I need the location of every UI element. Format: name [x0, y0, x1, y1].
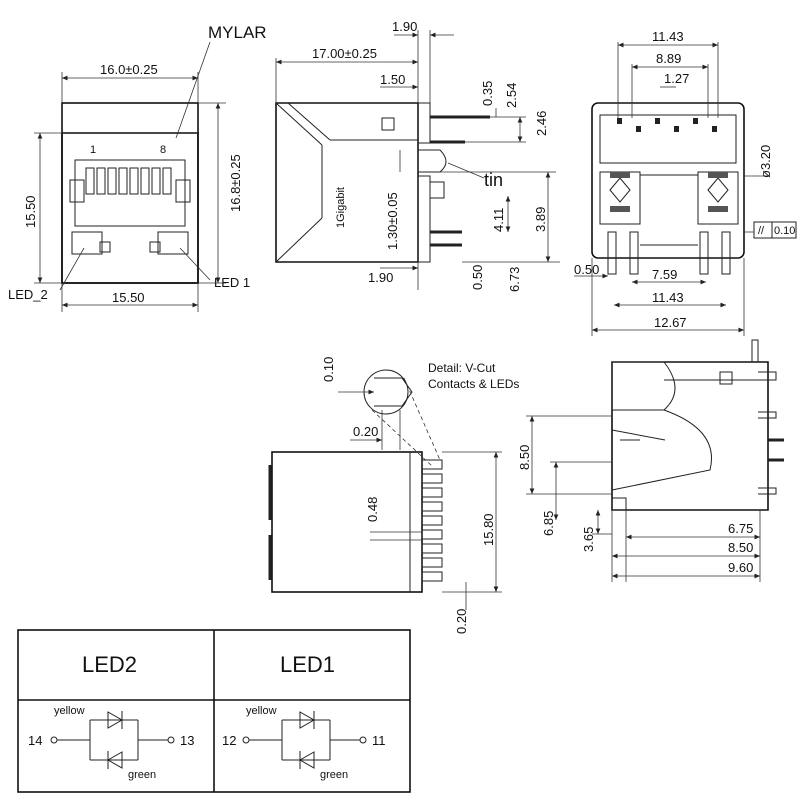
dim-section-8-50-vertical: 8.50	[517, 445, 532, 470]
dim-rear-11-43-top: 11.43	[652, 29, 684, 44]
dim-side-6-73: 6.73	[507, 267, 522, 292]
flatness-value: 0.10	[774, 225, 795, 237]
dim-side-0-50: 0.50	[470, 265, 485, 290]
tin-label: tin	[484, 170, 503, 190]
dim-side-1-90-top: 1.90	[392, 19, 417, 34]
detail-label-line2: Contacts & LEDs	[428, 377, 519, 391]
dim-section-6-85: 6.85	[541, 511, 556, 536]
dim-section-9-60: 9.60	[728, 560, 753, 575]
dim-bottom-0-20-top: 0.20	[353, 424, 378, 439]
dim-side-2-54: 2.54	[504, 83, 519, 108]
dim-rear-11-43-bottom: 11.43	[652, 290, 684, 305]
led2-symbol	[50, 711, 175, 769]
dim-side-length: 17.00±0.25	[312, 46, 377, 61]
led2-bottom-color: green	[128, 769, 156, 781]
dim-rear-hole: ø3.20	[758, 145, 773, 178]
dim-rear-8-89: 8.89	[656, 51, 681, 66]
bottom-view: Detail: V-Cut Contacts & LEDs 0.10 0.20 …	[268, 357, 519, 634]
dim-side-1-50: 1.50	[380, 72, 405, 87]
dim-front-height-left: 15.50	[23, 195, 38, 228]
dim-bottom-0-20: 0.20	[454, 609, 469, 634]
dim-bottom-15-80: 15.80	[481, 513, 496, 546]
led1-symbol	[242, 711, 367, 769]
dim-side-1-30: 1.30±0.05	[385, 192, 400, 250]
dim-bottom-0-10: 0.10	[321, 357, 336, 382]
rear-pin-marks	[617, 118, 717, 132]
dim-front-width-bottom: 15.50	[112, 290, 145, 305]
led1-title: LED1	[280, 652, 335, 677]
led2-callout-label: LED_2	[8, 287, 48, 302]
dim-rear-1-27: 1.27	[664, 71, 689, 86]
led1-callout-label: LED 1	[214, 275, 250, 290]
dim-section-8-50-horizontal: 8.50	[728, 540, 753, 555]
dim-rear-7-59: 7.59	[652, 267, 677, 282]
side-view: 1Gigabit tin 17.00±0.25 1.90 1.50 0.35	[275, 19, 560, 292]
dim-section-3-65: 3.65	[581, 527, 596, 552]
dim-front-width-top: 16.0±0.25	[100, 62, 158, 77]
dim-side-1-90-bottom: 1.90	[368, 270, 393, 285]
dim-section-6-75: 6.75	[728, 521, 753, 536]
dim-front-height-right: 16.8±0.25	[228, 154, 243, 212]
detail-label-line1: Detail: V-Cut	[428, 361, 496, 375]
led1-bottom-color: green	[320, 769, 348, 781]
dim-side-4-11: 4.11	[491, 208, 506, 232]
contact-fingers	[85, 167, 172, 195]
mylar-label: MYLAR	[208, 23, 267, 42]
dim-rear-0-50: 0.50	[574, 262, 599, 277]
dim-side-2-46: 2.46	[534, 111, 549, 136]
led1-top-color: yellow	[246, 705, 277, 717]
led-table: LED2 LED1 yellow green 14 13	[17, 629, 411, 793]
section-view: 8.50 6.85 3.65 6.75 8.50 9.60	[517, 339, 784, 582]
bottom-contact-slots	[421, 459, 443, 582]
rear-view: 11.43 8.89 1.27 ø3.20 // 0.10 0.50 7.59 …	[574, 29, 797, 336]
led2-pin-left: 14	[28, 733, 42, 748]
led2-pin-right: 13	[180, 733, 194, 748]
dim-side-0-35: 0.35	[480, 81, 495, 106]
led1-pin-right: 11	[372, 733, 386, 748]
pin-1-label: 1	[90, 144, 96, 156]
dim-rear-12-67: 12.67	[654, 315, 687, 330]
front-view: 1 8 16.0±0.25 15.50 15.50 16.8±0.25 MYLA…	[8, 23, 267, 312]
led1-pin-left: 12	[222, 733, 236, 748]
gigabit-label: 1Gigabit	[335, 187, 347, 228]
flatness-symbol: //	[758, 225, 765, 237]
dim-side-3-89: 3.89	[533, 207, 548, 232]
dim-bottom-0-48: 0.48	[365, 497, 380, 522]
led2-top-color: yellow	[54, 705, 85, 717]
rear-leads	[607, 231, 731, 275]
pin-8-label: 8	[160, 144, 166, 156]
led2-title: LED2	[82, 652, 137, 677]
